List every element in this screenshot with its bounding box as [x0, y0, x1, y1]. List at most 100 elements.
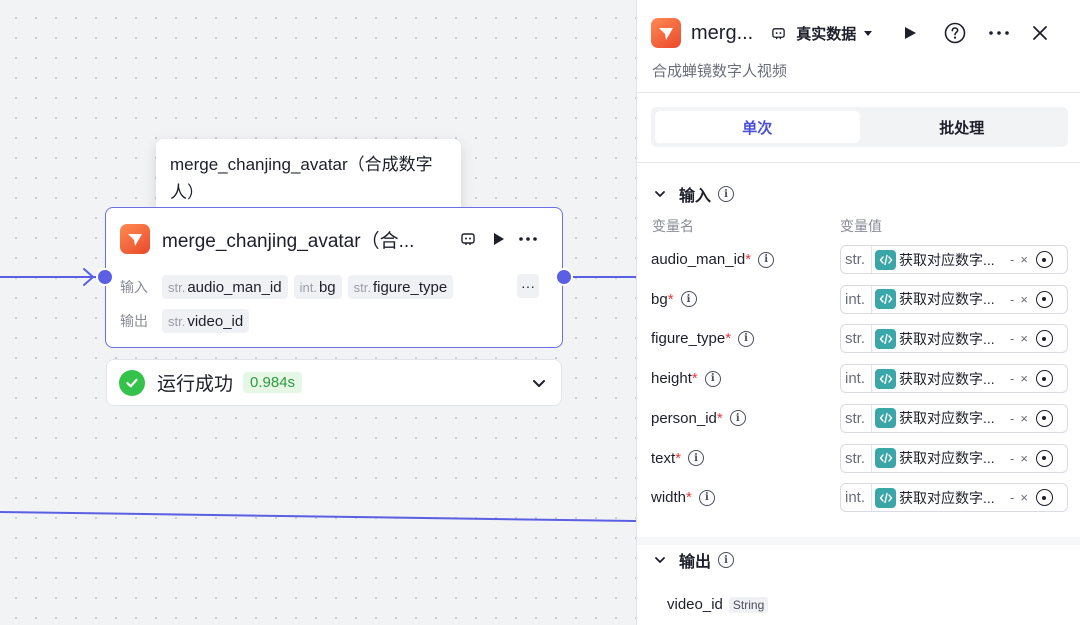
input-port[interactable]	[96, 268, 114, 286]
picker-icon[interactable]	[1035, 489, 1053, 507]
variable-row: height* i int. 获取对应数字...-×	[651, 364, 1068, 394]
more-icon[interactable]	[988, 30, 1010, 36]
col-header-value: 变量值	[840, 218, 882, 234]
input-section-header[interactable]: 输入 i	[653, 182, 735, 206]
variable-type: int.	[845, 489, 866, 507]
tag-type: int.	[299, 279, 317, 295]
output-section-title: 输出	[679, 554, 712, 571]
dash-icon: -	[1010, 371, 1015, 387]
play-icon	[905, 27, 917, 39]
picker-icon[interactable]	[1035, 370, 1053, 388]
variable-ref: 获取对应数字...	[899, 489, 995, 506]
variable-ref: 获取对应数字...	[899, 450, 995, 466]
divider	[637, 162, 1080, 163]
info-icon[interactable]: i	[688, 450, 705, 466]
variable-value-field[interactable]: str.获取对应数字...-×	[840, 245, 1068, 274]
info-icon[interactable]: i	[718, 552, 735, 568]
picker-icon[interactable]	[1035, 251, 1053, 268]
clear-icon[interactable]: ×	[1020, 291, 1028, 307]
required-mark: *	[686, 489, 692, 507]
tab-single[interactable]: 单次	[655, 111, 860, 143]
node-outputs: 输出 str.video_id	[120, 308, 255, 334]
edges	[0, 268, 636, 522]
variable-name: figure_type*i	[651, 330, 840, 347]
picker-icon[interactable]	[1035, 449, 1053, 467]
mode-tabs: 单次 批处理	[651, 107, 1068, 147]
dash-icon: -	[1010, 410, 1015, 426]
info-icon[interactable]: i	[718, 186, 735, 202]
node-more-button[interactable]	[518, 229, 538, 249]
help-icon[interactable]	[944, 22, 966, 44]
variable-value-field[interactable]: str.获取对应数字...-×	[840, 324, 1068, 354]
run-node-button[interactable]	[488, 229, 508, 249]
variable-label: height	[651, 370, 692, 388]
required-mark: *	[675, 449, 682, 467]
caret-down-icon	[864, 31, 873, 36]
code-icon	[875, 408, 896, 429]
output-variable: video_id String	[667, 596, 769, 613]
variable-value-field[interactable]: int.获取对应数字...-×	[840, 284, 1068, 314]
variable-value-field[interactable]: int.获取对应数字...-×	[840, 483, 1068, 513]
code-icon	[875, 249, 896, 270]
info-icon[interactable]: i	[704, 370, 721, 387]
debug-icon[interactable]	[771, 26, 786, 41]
clear-icon[interactable]: ×	[1020, 331, 1028, 347]
variable-row: text* i str.获取对应数字...-×	[651, 443, 1068, 473]
info-icon[interactable]: i	[729, 410, 746, 427]
tab-batch[interactable]: 批处理	[939, 119, 985, 137]
divider	[871, 246, 872, 273]
chevron-down-icon	[655, 557, 665, 563]
info-icon[interactable]: i	[738, 330, 755, 347]
panel-subtitle: 合成蝉镜数字人视频	[652, 63, 788, 80]
code-icon	[875, 289, 896, 310]
data-source-label: 真实数据	[796, 25, 857, 43]
variable-value-field[interactable]: str.获取对应数字...-×	[840, 443, 1068, 473]
clear-icon[interactable]: ×	[1020, 410, 1028, 426]
clear-icon[interactable]: ×	[1020, 450, 1028, 466]
clear-icon[interactable]: ×	[1020, 371, 1028, 387]
tooltip-text: merge_chanjing_avatar（合成数字人）	[170, 155, 433, 202]
chevron-down-icon[interactable]	[529, 373, 549, 393]
variable-ref: 获取对应数字...	[899, 370, 995, 387]
output-section-header[interactable]: 输出 i	[653, 548, 735, 572]
code-icon	[875, 368, 896, 389]
duration-badge: 0.984s	[243, 372, 303, 393]
chevron-down-icon	[655, 191, 665, 197]
node-test-panel: merg... 真实数据 合成蝉镜数字人视频 单次 批处理 输入 i 变量名 变…	[636, 0, 1080, 625]
picker-icon[interactable]	[1035, 409, 1053, 427]
code-icon	[875, 448, 896, 468]
picker-icon[interactable]	[1035, 330, 1053, 348]
variable-ref: 获取对应数字...	[899, 291, 995, 308]
divider	[637, 92, 1080, 93]
run-button[interactable]	[902, 25, 918, 41]
output-label: 输出	[120, 313, 148, 329]
variable-type: str.	[845, 330, 866, 348]
status-text: 运行成功	[157, 374, 234, 395]
picker-icon[interactable]	[1035, 290, 1053, 308]
variable-label: text	[651, 449, 676, 467]
variable-type: int.	[845, 370, 866, 388]
debug-icon[interactable]	[458, 229, 478, 249]
required-mark: *	[691, 370, 698, 388]
run-status-bar[interactable]: 运行成功 0.984s	[106, 359, 562, 406]
variable-value-field[interactable]: str.获取对应数字...-×	[840, 403, 1068, 433]
divider	[871, 484, 872, 512]
info-icon[interactable]: i	[680, 291, 697, 308]
dash-icon: -	[1010, 331, 1015, 347]
more-inputs-button[interactable]: ···	[517, 274, 539, 298]
info-icon[interactable]: i	[698, 489, 715, 506]
clear-icon[interactable]: ×	[1020, 252, 1028, 267]
col-header-name: 变量名	[652, 218, 694, 234]
lower-edge	[0, 511, 636, 522]
variable-value-field[interactable]: int. 获取对应数字...-×	[840, 364, 1068, 394]
info-icon[interactable]: i	[758, 251, 775, 268]
output-port[interactable]	[555, 268, 573, 286]
workflow-canvas[interactable]: merge_chanjing_avatar（合成数字人） merge_chanj…	[0, 0, 636, 625]
plugin-node[interactable]: merge_chanjing_avatar（合... 输入 str.audio_…	[105, 207, 563, 348]
variable-ref: 获取对应数字...	[899, 410, 995, 427]
close-icon[interactable]	[1032, 25, 1048, 41]
data-source-select[interactable]: 真实数据	[796, 23, 874, 44]
clear-icon[interactable]: ×	[1020, 490, 1028, 506]
